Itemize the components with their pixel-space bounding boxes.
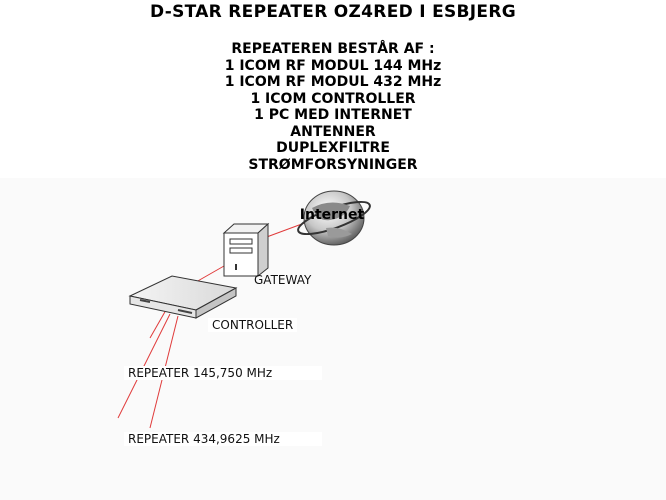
list-item: 1 ICOM RF MODUL 144 MHz bbox=[224, 57, 442, 74]
list-item: ANTENNER bbox=[290, 123, 376, 140]
component-list-heading: REPEATEREN BESTÅR AF : bbox=[231, 41, 435, 57]
gateway-label: GATEWAY bbox=[254, 273, 312, 287]
list-item: 1 ICOM CONTROLLER bbox=[250, 90, 416, 107]
controller-label: CONTROLLER bbox=[208, 318, 298, 332]
network-diagram: Internet GATEWAY bbox=[117, 190, 371, 429]
repeater-vhf-label: REPEATER 145,750 MHz bbox=[124, 366, 322, 380]
list-item: 1 PC MED INTERNET bbox=[254, 107, 412, 123]
globe-icon bbox=[297, 190, 371, 246]
internet-label: Internet bbox=[300, 207, 365, 223]
list-item: 1 ICOM RF MODUL 432 MHz bbox=[224, 74, 442, 90]
pc-tower-icon bbox=[222, 222, 270, 278]
list-item: DUPLEXFILTRE bbox=[276, 140, 390, 156]
link-controller-repeater-vhf bbox=[149, 309, 167, 339]
repeater-uhf-label: REPEATER 434,9625 MHz bbox=[124, 432, 322, 446]
list-item: STRØMFORSYNINGER bbox=[248, 156, 418, 173]
page-title: D-STAR REPEATER OZ4RED I ESBJERG bbox=[150, 2, 516, 22]
rack-unit-icon bbox=[128, 275, 238, 319]
component-list: REPEATEREN BESTÅR AF : 1 ICOM RF MODUL 1… bbox=[0, 41, 666, 173]
